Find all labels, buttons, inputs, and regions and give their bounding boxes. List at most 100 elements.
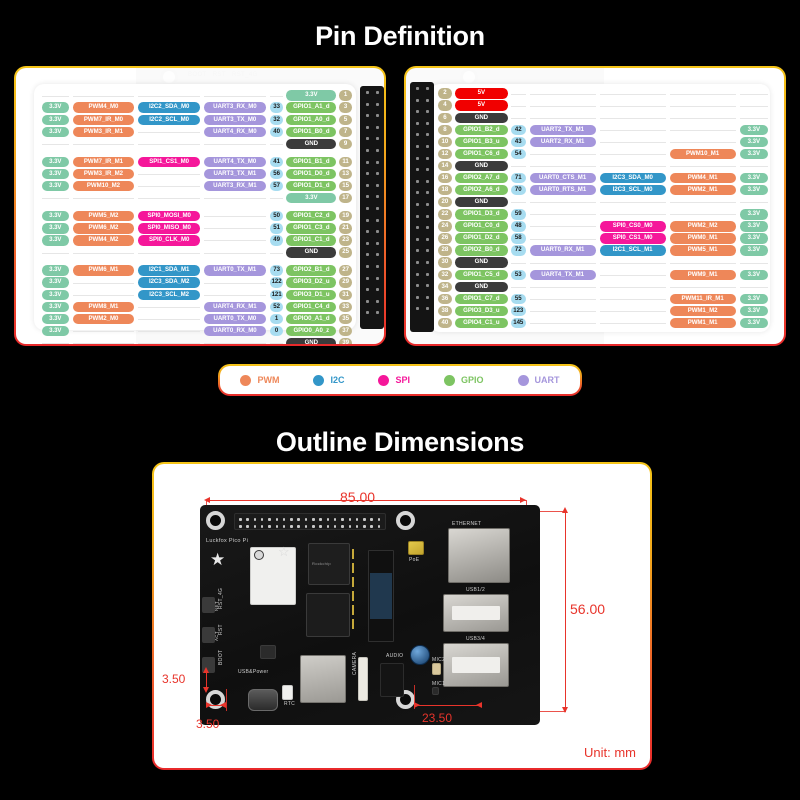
header-pad [370, 518, 373, 521]
gpio-number: 56 [269, 168, 284, 180]
header-pad [275, 518, 278, 521]
header-pin-hole [376, 265, 379, 268]
header-pin-hole [416, 249, 419, 253]
gpio-tag: GPIO3_D3_u [454, 305, 508, 317]
bus-tag: I2C3_SDA_M2 [138, 277, 201, 288]
power-rail-tag: GND [454, 281, 508, 293]
voltage-tag: 3.3V [42, 126, 69, 138]
header-pad [290, 525, 293, 528]
pin-number: 6 [438, 112, 452, 123]
legend-dot-icon [444, 374, 455, 386]
slot-uart [204, 277, 266, 287]
slot-3v3 [739, 257, 769, 267]
voltage-tag: 3.3V [739, 136, 769, 148]
slot-3v3 [739, 88, 769, 98]
header-pin-hole [426, 226, 429, 230]
slot-3v3 [739, 161, 769, 171]
slot-uart [529, 113, 596, 123]
usb12-label: USB1/2 [466, 587, 486, 593]
pin-number: 30 [438, 257, 452, 268]
slot-3v3 [42, 247, 69, 257]
gpio-number: 58 [510, 233, 526, 244]
width-arrow-left [204, 497, 210, 503]
slot-bus [599, 88, 666, 98]
slot-bus [138, 193, 200, 203]
gpio-tag: GPIO1_C3_d [286, 223, 337, 234]
slot-bus [138, 302, 200, 312]
legend-label: PWM [257, 375, 280, 385]
header-pad [246, 525, 249, 528]
slot-bus [599, 318, 666, 328]
power-rail-tag: 5V [454, 88, 508, 99]
pin-number: 35 [339, 313, 353, 325]
bottom-span-ext-left [414, 685, 415, 709]
gpio-number: 51 [269, 223, 284, 234]
gpio-number: 32 [269, 114, 284, 125]
gpio-number: 42 [510, 124, 526, 136]
header-pin-hole [376, 183, 379, 187]
pwm-tag: PWM5_M1 [669, 245, 736, 256]
slot-bus [138, 169, 200, 179]
gpio-number: 0 [269, 325, 284, 337]
pin-number: 36 [438, 293, 452, 305]
pin-number: 4 [438, 100, 452, 111]
voltage-tag: 3.3V [739, 124, 769, 136]
header-pin-hole [426, 249, 429, 253]
header-pad [326, 518, 330, 521]
gpio-tag: GPIO1_B1_d [286, 156, 337, 168]
slot-bus [599, 306, 666, 316]
voltage-tag: 3.3V [739, 233, 769, 244]
header-pin-hole [426, 87, 429, 90]
slot-uart [529, 257, 596, 267]
pin-number: 26 [438, 233, 452, 244]
pwm-tag: PWM3_IR_M1 [72, 126, 135, 138]
header-pin-hole [376, 160, 379, 164]
slot-num [510, 88, 526, 98]
slot-uart [529, 161, 596, 171]
hole-offset-y-arrow-down [203, 687, 209, 693]
slot-pwm [72, 247, 135, 257]
legend-label: I2C [330, 375, 345, 385]
slot-pwm [72, 290, 135, 300]
gpio-tag: GPIO1_A0_d [286, 114, 337, 125]
header-pad [319, 518, 322, 521]
slot-pwm [669, 125, 736, 135]
header-pin-hole [416, 145, 419, 148]
bus-tag: I2C3_SCL_M2 [138, 289, 201, 300]
electrolytic-capacitor [410, 645, 430, 665]
hole-offset-y-line [206, 671, 207, 691]
header-pin-hole [366, 160, 369, 164]
height-arrow-down [562, 707, 568, 713]
pwm-tag: PWM10_M1 [669, 148, 736, 160]
pin-number: 13 [339, 168, 353, 180]
board-to-board-connector [368, 550, 394, 642]
header-pin-hole [366, 137, 369, 141]
net-led-label: NET [214, 601, 219, 611]
slot-bus [138, 247, 200, 257]
slot-num [510, 282, 526, 292]
slot-bus [599, 161, 666, 171]
usb-port-3-4 [443, 643, 509, 687]
pin-number: 32 [438, 269, 452, 280]
voltage-tag: 3.3V [739, 172, 769, 184]
voltage-tag: 3.3V [739, 269, 769, 280]
power-rail-tag: 3.3V [286, 90, 337, 101]
slot-uart [204, 247, 266, 257]
header-pin-hole [416, 214, 419, 218]
bus-tag: I2C2_SCL_M0 [138, 114, 201, 125]
gpio-40pin-header [234, 513, 386, 530]
header-pin-hole [376, 276, 379, 280]
bus-tag: SPI0_CS0_M0 [599, 221, 666, 232]
header-pad [333, 518, 337, 521]
hole-offset-x-arrow-left [220, 702, 226, 708]
voltage-tag: 3.3V [739, 185, 769, 196]
